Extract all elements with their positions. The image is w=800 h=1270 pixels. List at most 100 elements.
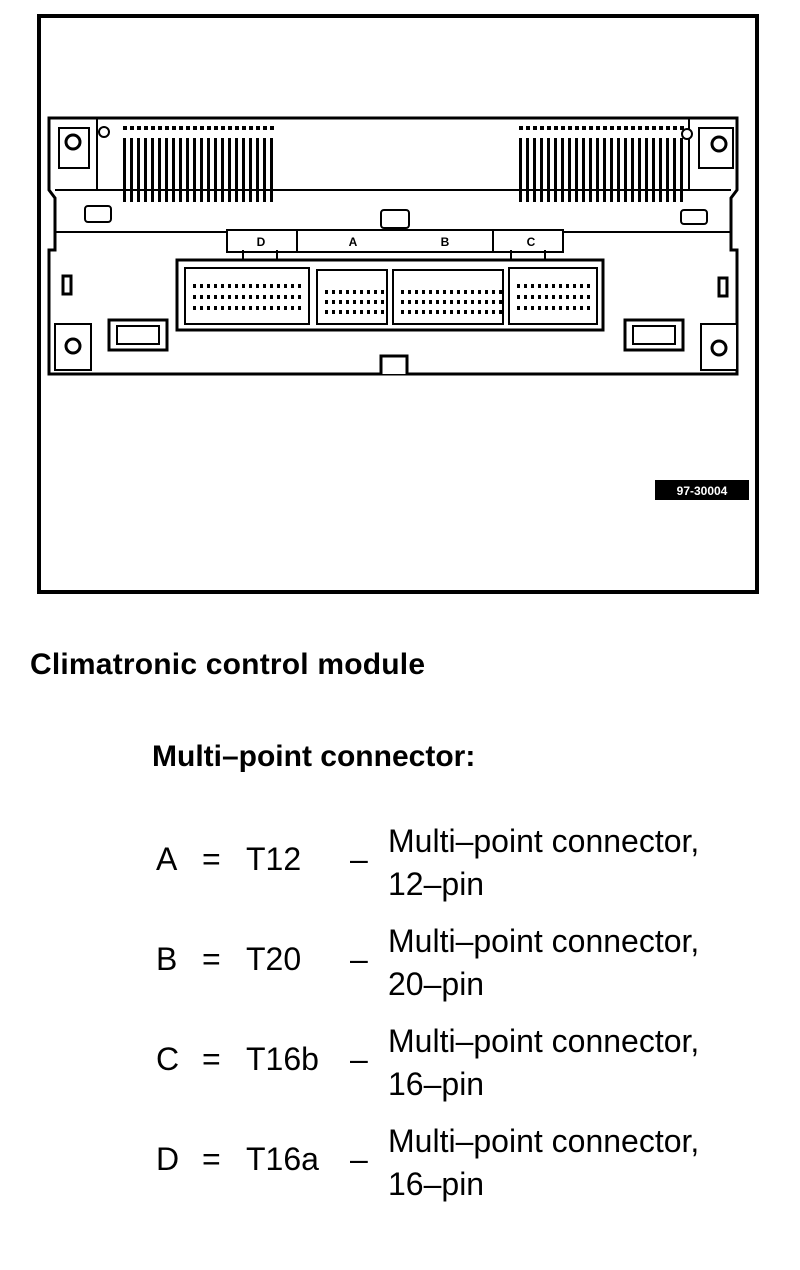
pin — [443, 310, 446, 314]
legend-row: D = T16a – Multi–point connector, 16–pin — [156, 1123, 776, 1235]
fin-dot — [603, 126, 607, 130]
fin — [680, 138, 683, 202]
legend-letter: D — [156, 1141, 180, 1177]
connector-legend: A = T12 – Multi–point connector, 12–pin … — [156, 823, 776, 1235]
pin — [478, 300, 481, 304]
fin — [589, 138, 592, 202]
pin — [291, 295, 294, 299]
pin — [249, 295, 252, 299]
fin-dot — [228, 126, 232, 130]
fin — [554, 138, 557, 202]
fin-dot — [186, 126, 190, 130]
pin — [408, 300, 411, 304]
fin-dot — [158, 126, 162, 130]
pin — [346, 300, 349, 304]
fin-dot — [624, 126, 628, 130]
connector-label-b: B — [441, 235, 450, 249]
mounting-hole-icon — [54, 323, 92, 371]
legend-letter: C — [156, 1041, 180, 1077]
pin — [471, 300, 474, 304]
fin — [123, 138, 126, 202]
fin-dot — [533, 126, 537, 130]
pin — [200, 306, 203, 310]
pin — [422, 310, 425, 314]
pin — [242, 306, 245, 310]
pin — [485, 310, 488, 314]
pin — [566, 284, 569, 288]
fin-dot — [179, 126, 183, 130]
pin — [298, 284, 301, 288]
fin — [519, 138, 522, 202]
pin — [339, 310, 342, 314]
pin — [573, 295, 576, 299]
pin — [200, 284, 203, 288]
cooling-fins-right — [519, 126, 684, 202]
pin — [401, 310, 404, 314]
legend-row: C = T16b – Multi–point connector, 16–pin — [156, 1023, 776, 1135]
legend-line1: Multi–point connector, — [388, 1023, 700, 1059]
pin — [450, 290, 453, 294]
fin — [638, 138, 641, 202]
pin — [545, 284, 548, 288]
pin — [374, 290, 377, 294]
pin — [436, 310, 439, 314]
fin — [673, 138, 676, 202]
pin — [545, 306, 548, 310]
pin — [193, 284, 196, 288]
fin-dot — [235, 126, 239, 130]
pin — [401, 300, 404, 304]
fin-dot — [137, 126, 141, 130]
legend-code: T20 — [246, 941, 302, 977]
pin — [545, 295, 548, 299]
fin-dot — [172, 126, 176, 130]
pin — [499, 300, 502, 304]
fin — [151, 138, 154, 202]
legend-description: Multi–point connector, 16–pin — [388, 1120, 699, 1206]
pin — [524, 295, 527, 299]
fin-dot — [200, 126, 204, 130]
pin — [408, 290, 411, 294]
legend-line2: 16–pin — [388, 1166, 485, 1202]
pin — [552, 284, 555, 288]
pin — [422, 290, 425, 294]
legend-line2: 12–pin — [388, 866, 485, 902]
pin — [580, 295, 583, 299]
pin — [325, 290, 328, 294]
legend-dash: – — [350, 1041, 368, 1077]
fin — [221, 138, 224, 202]
pin — [214, 306, 217, 310]
fin-dot — [561, 126, 565, 130]
pin — [284, 284, 287, 288]
pin — [457, 290, 460, 294]
pin — [381, 310, 384, 314]
pin — [485, 290, 488, 294]
pin — [471, 310, 474, 314]
pin — [228, 306, 231, 310]
pin — [228, 284, 231, 288]
pin — [580, 306, 583, 310]
legend-dash: – — [350, 841, 368, 877]
pin — [221, 284, 224, 288]
pin — [492, 310, 495, 314]
pin — [193, 306, 196, 310]
fin-dot — [207, 126, 211, 130]
fin — [249, 138, 252, 202]
fin-dot — [270, 126, 274, 130]
fin — [547, 138, 550, 202]
pin — [284, 306, 287, 310]
legend-description: Multi–point connector, 20–pin — [388, 920, 699, 1006]
connector-b — [392, 269, 504, 325]
pin — [566, 306, 569, 310]
pin — [443, 300, 446, 304]
fin-dot — [575, 126, 579, 130]
connector-pins — [193, 284, 590, 314]
connector-label-c: C — [527, 235, 536, 249]
pin — [270, 306, 273, 310]
pin — [457, 300, 460, 304]
fin — [666, 138, 669, 202]
pin — [242, 295, 245, 299]
legend-letter: B — [156, 941, 178, 977]
fin — [603, 138, 606, 202]
pin — [332, 290, 335, 294]
fin-dot — [242, 126, 246, 130]
